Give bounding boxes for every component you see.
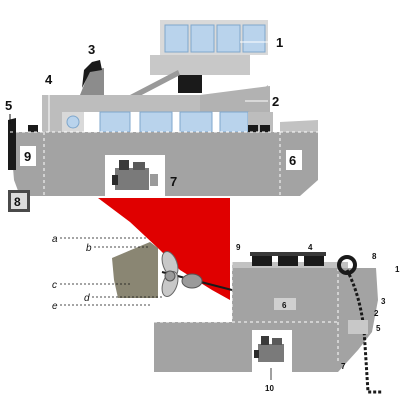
label-box: [20, 146, 36, 166]
label-upper-3: 3: [88, 42, 95, 57]
canopy-window: [216, 24, 241, 53]
label-box: [286, 150, 302, 170]
funnel-cap: [82, 60, 102, 88]
bow-deck: [280, 120, 318, 134]
stern-bumper: [8, 118, 16, 170]
label-lower-9: 9: [236, 243, 241, 252]
label-box-inner: [11, 193, 27, 209]
engine-part: [150, 174, 158, 186]
label-lower-10: 10: [265, 384, 274, 393]
flybridge-support: [178, 75, 202, 93]
label-lower-c: c: [52, 280, 57, 291]
bollard: [28, 125, 38, 132]
label-upper-7: 7: [170, 174, 177, 189]
exhaust-funnel: [80, 68, 104, 95]
engine-part: [261, 336, 269, 345]
stern-tube-boss: [181, 273, 203, 289]
label-lower-1: 1: [395, 265, 400, 274]
winch: [278, 254, 298, 266]
lower-hull: [154, 268, 378, 372]
porthole: [66, 115, 80, 129]
label-upper-2: 2: [272, 94, 279, 109]
label-upper-5: 5: [5, 98, 12, 113]
label-upper-4: 4: [45, 72, 53, 87]
canopy-window: [190, 24, 215, 53]
label-lower-6: 6: [282, 301, 287, 310]
top-canopy: [160, 20, 268, 55]
label-lower-d: d: [84, 293, 90, 304]
label-upper-1: 1: [276, 35, 283, 50]
engine-block: [258, 344, 284, 362]
rudder: [112, 242, 158, 298]
engine-part: [254, 350, 259, 358]
engine-part: [272, 338, 282, 345]
flybridge-deck: [150, 55, 250, 75]
engine-block: [115, 168, 149, 190]
wheelhouse-front: [200, 86, 270, 112]
chain-locker: [348, 320, 368, 334]
label-lower-a: a: [52, 234, 58, 245]
upper-vessel: 1 2 3 4 5 6 7 8 9: [5, 20, 318, 212]
winch-rail: [250, 252, 326, 256]
label-lower-b: b: [86, 243, 92, 254]
label-lower-8: 8: [372, 252, 377, 261]
label-lower-4: 4: [308, 243, 313, 252]
engine-part: [119, 160, 129, 170]
bridge-rail: [130, 70, 180, 98]
engine-part: [112, 175, 118, 185]
lower-detail: a b c d e 1 2 3 4 5 6 7 8 9 10: [52, 198, 400, 394]
label-lower-7: 7: [341, 362, 346, 371]
propeller-icon: [161, 251, 203, 297]
label-lower-5: 5: [376, 324, 381, 333]
winch: [252, 254, 272, 266]
propeller-hub: [164, 270, 176, 282]
label-box: [274, 298, 296, 310]
cabin-window: [219, 111, 249, 133]
cabin-wall: [42, 112, 62, 132]
canopy-window: [164, 24, 189, 53]
label-lower-e: e: [52, 301, 58, 312]
cabin-window: [139, 111, 173, 133]
bollard: [260, 125, 270, 132]
engine-icon: [112, 160, 158, 190]
engine-icon: [254, 336, 284, 362]
label-lower-2: 2: [374, 309, 379, 318]
label-upper-8: 8: [14, 195, 21, 209]
cabin-window: [99, 111, 131, 133]
bollard: [248, 125, 258, 132]
cabin-window: [179, 111, 213, 133]
label-upper-6: 6: [289, 153, 296, 168]
canopy-window: [242, 24, 266, 53]
winch: [304, 254, 324, 266]
engine-part: [133, 162, 145, 170]
label-upper-9: 9: [24, 149, 31, 164]
label-lower-3: 3: [381, 297, 386, 306]
